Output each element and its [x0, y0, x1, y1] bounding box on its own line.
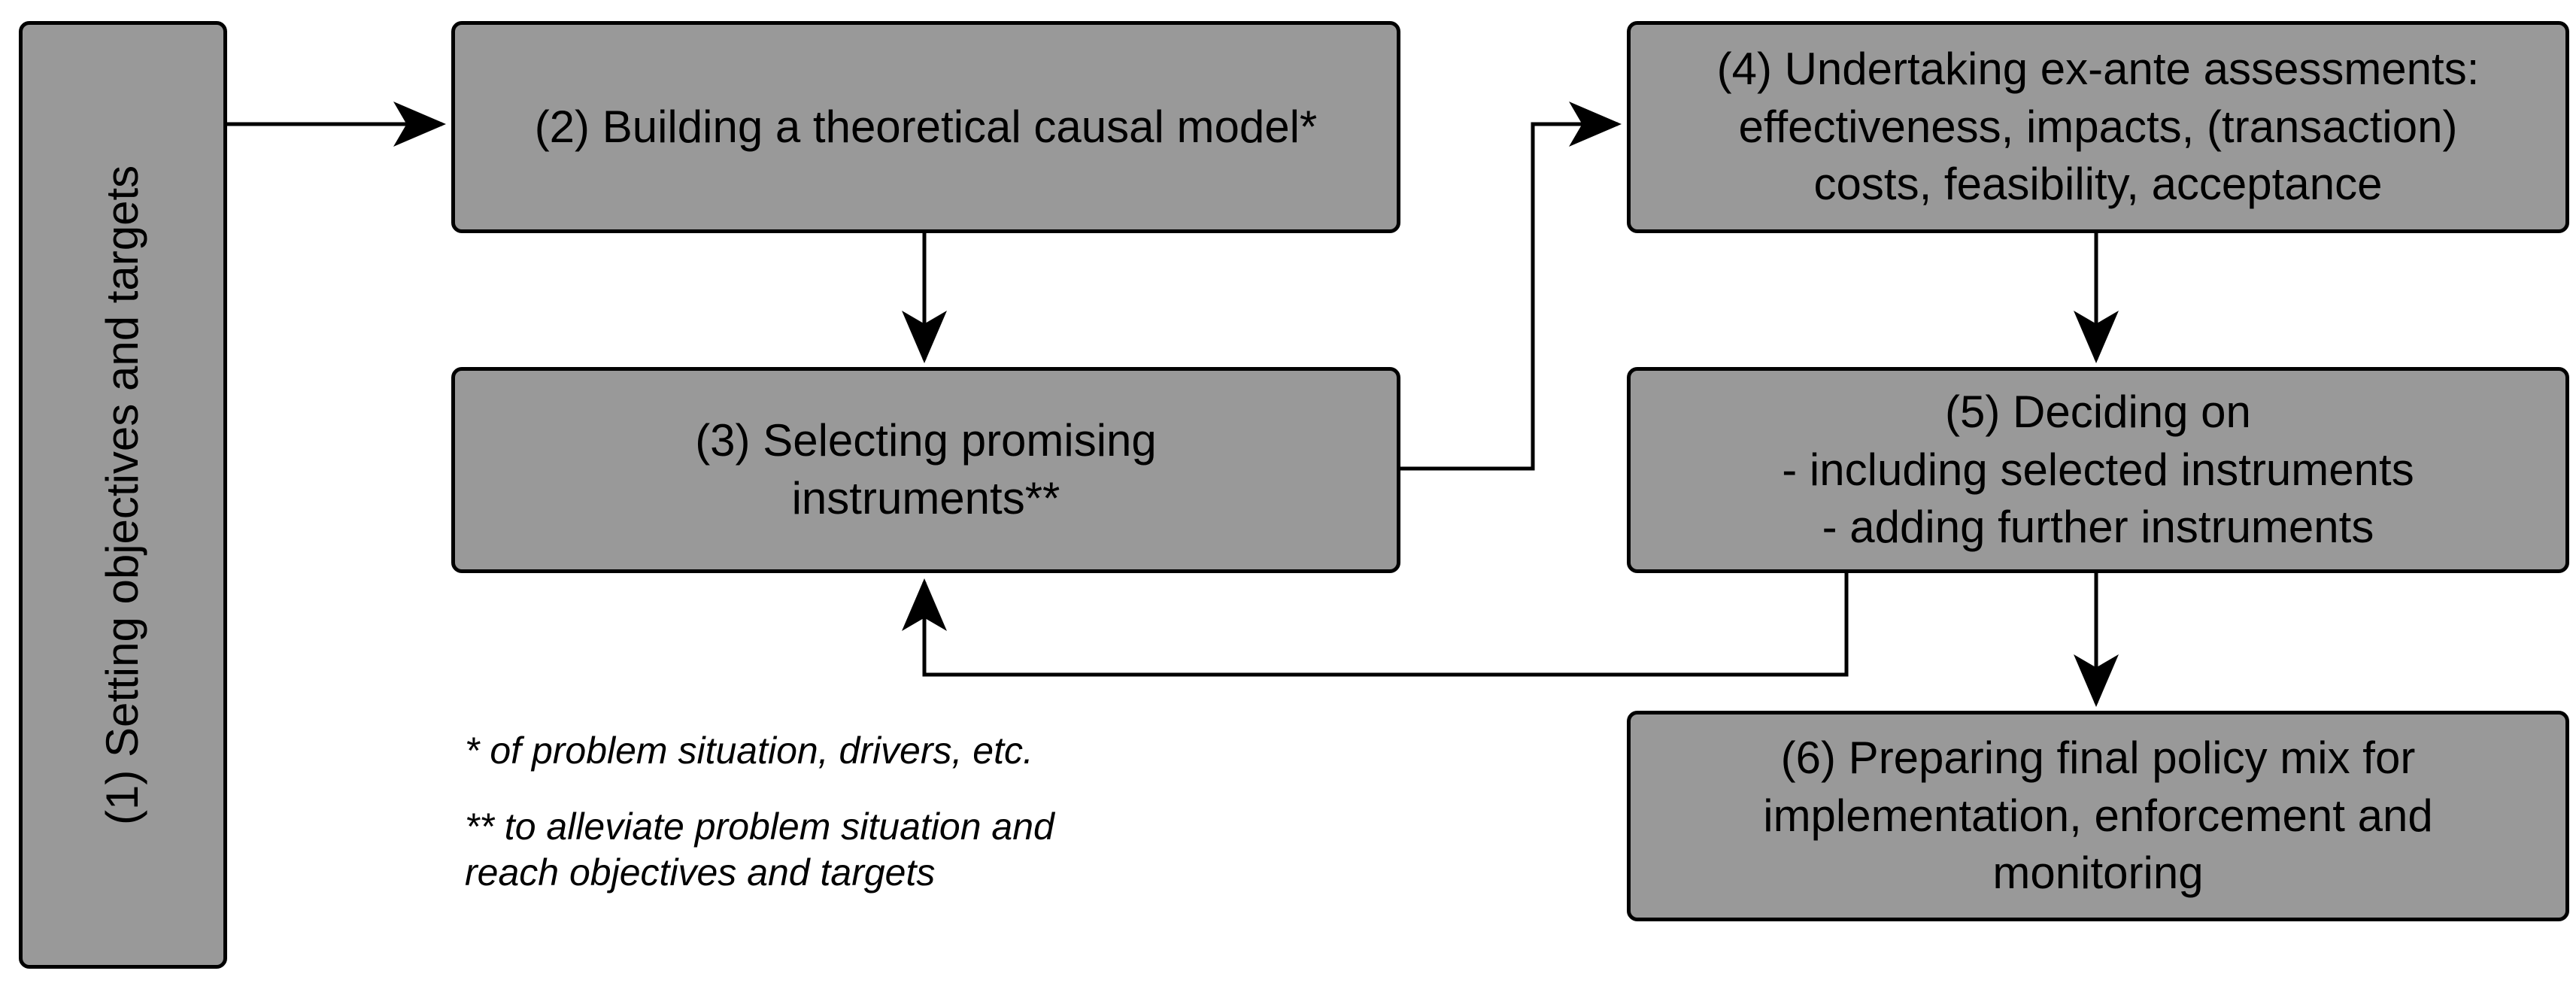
edge-3-to-4 — [1400, 102, 1622, 471]
node-deciding-on[interactable]: (5) Deciding on - including selected ins… — [1627, 367, 2569, 573]
node-1-label: (1) Setting objectives and targets — [97, 165, 148, 825]
edge-5-to-3-feedback — [902, 573, 1849, 677]
node-preparing-final-policy-mix[interactable]: (6) Preparing final policy mix for imple… — [1627, 711, 2569, 921]
footnote-double-asterisk: ** to alleviate problem situation and re… — [465, 806, 1054, 893]
footnote-single-asterisk: * of problem situation, drivers, etc. — [465, 730, 1033, 772]
node-undertaking-ex-ante-assessments[interactable]: (4) Undertaking ex-ante assessments: eff… — [1627, 21, 2569, 233]
node-selecting-promising-instruments[interactable]: (3) Selecting promising instruments** — [451, 367, 1400, 573]
node-building-theoretical-causal-model[interactable]: (2) Building a theoretical causal model* — [451, 21, 1400, 233]
node-setting-objectives-and-targets[interactable]: (1) Setting objectives and targets — [19, 21, 227, 969]
footnotes: * of problem situation, drivers, etc. **… — [465, 728, 1367, 896]
